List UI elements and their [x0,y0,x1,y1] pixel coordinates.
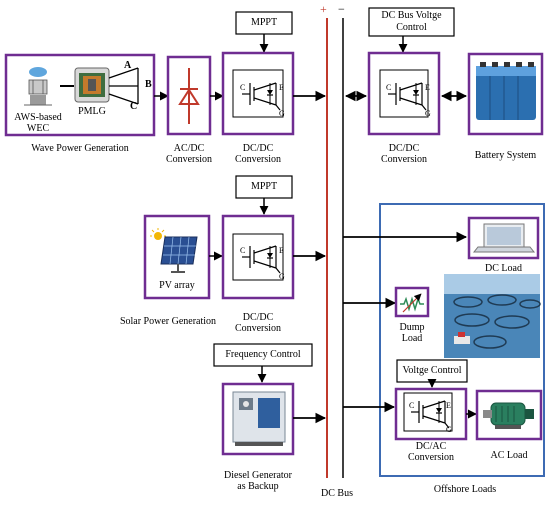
pv-array-label: PV array [159,280,195,291]
motor-icon [483,402,534,429]
switch-icon [241,82,281,111]
phase-c-line [108,93,139,105]
dump-load-box [394,286,430,318]
diesel-caption-1: Diesel Generator [223,470,293,481]
solar-caption: Solar Power Generation [119,316,217,327]
aquaculture-photo [444,274,541,358]
offshore-loads-title: Offshore Loads [433,484,497,495]
dcdc-solar-caption-1: DC/DC [242,312,274,323]
diesel-caption-2: as Backup [237,481,279,492]
battery-icon [476,62,536,120]
switch-pin-g: G [279,109,285,118]
wec-icon [24,67,52,106]
switch-pin-g: G [425,109,431,118]
phase-a-label: A [124,60,132,71]
dc-bus-voltage-control-box [368,7,455,37]
dump-load-label-1: Dump [399,322,425,333]
mppt-top-label: MPPT [250,17,278,28]
dcac-caption-1: DC/AC [415,441,447,452]
dc-bus-voltage-label-1: DC Bus Voltge [381,10,442,21]
dcdc-wave-caption-1: DC/DC [242,143,274,154]
switch-icon [241,245,281,274]
dcdc-battery-caption-1: DC/DC [388,143,420,154]
dc-load-box [467,216,540,260]
dcdc-battery-inner [379,69,429,118]
dcdc-wave-box [221,51,295,136]
bus-minus-sign: − [338,2,345,16]
dc-bus-voltage-label-2: Control [396,22,427,33]
frequency-control-label: Frequency Control [225,349,301,360]
wec-label-1: AWS-based [14,112,62,123]
battery-box [467,52,544,136]
frequency-control-box [213,343,313,367]
laptop-icon [472,223,536,253]
phase-b-label: B [145,79,152,90]
dcdc-battery-box [367,51,441,136]
acdc-caption-2: Conversion [165,154,213,165]
offshore-loads-box [379,203,545,477]
dcdc-solar-inner [232,233,284,281]
switch-pin-g: G [446,425,452,434]
dcac-caption-2: Conversion [407,452,455,463]
mppt-solar-label: MPPT [250,181,278,192]
switch-pin-g: G [279,272,285,281]
switch-icon [410,400,450,429]
variable-resistor-icon [400,293,424,313]
dcdc-wave-inner [232,69,284,118]
switch-pin-e: E [279,83,284,92]
switch-pin-c: C [386,83,392,92]
dc-bus-label: DC Bus [321,488,353,499]
dcac-inner [403,392,453,432]
voltage-control-label: Voltge Control [402,365,462,376]
switch-pin-e: E [446,401,451,410]
diode-icon [178,68,200,124]
switch-pin-e: E [425,83,430,92]
dcdc-solar-box [221,214,295,300]
ac-load-box [475,389,543,441]
wave-generation-box [4,53,156,137]
dcdc-wave-caption-2: Conversion [234,154,282,165]
switch-pin-e: E [279,246,284,255]
phase-a-line [108,67,139,79]
switch-pin-c: C [240,83,246,92]
diesel-generator-box [221,382,295,456]
solar-panel-icon [150,228,198,273]
pmlg-icon [74,67,110,103]
dc-load-label: DC Load [485,263,522,274]
dcdc-battery-caption-2: Conversion [380,154,428,165]
wec-label-2: WEC [26,123,50,134]
battery-caption: Battery System [474,150,537,161]
pmlg-label: PMLG [78,106,106,117]
bus-plus-sign: + [320,2,327,16]
wave-caption: Wave Power Generation [31,143,129,154]
dump-load-label-2: Load [401,333,423,344]
switch-pin-c: C [409,401,415,410]
switch-pin-c: C [240,246,246,255]
diesel-generator-icon [232,391,286,446]
dcdc-solar-caption-2: Conversion [234,323,282,334]
acdc-caption-1: AC/DC [173,143,205,154]
pv-array-box [143,214,211,300]
switch-icon [387,82,427,111]
ac-load-label: AC Load [490,450,528,461]
phase-c-label: C [130,101,138,112]
